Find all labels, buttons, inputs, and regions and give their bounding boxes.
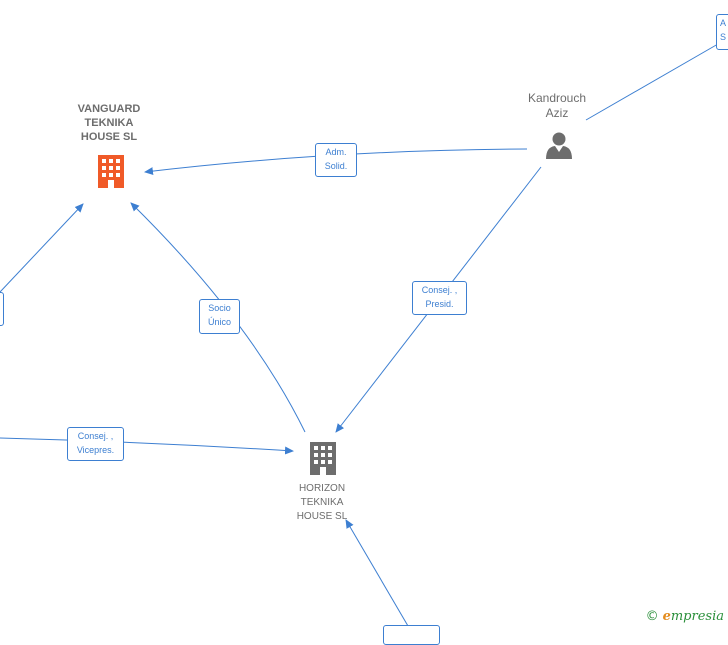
edge-label-adm-solid[interactable]: Adm. Solid. xyxy=(315,143,357,177)
edge-label-socio-unico[interactable]: Socio Único xyxy=(199,299,240,334)
edge-top-right xyxy=(585,43,719,121)
edge-label-bottom-partial[interactable] xyxy=(383,625,440,645)
vanguard-label[interactable]: VANGUARD TEKNIKA HOUSE SL xyxy=(77,103,141,143)
edge-bottom-horizon xyxy=(345,519,409,627)
building-icon[interactable] xyxy=(307,440,339,476)
horizon-label[interactable]: HORIZON TEKNIKA HOUSE SL xyxy=(296,483,348,522)
edge-label-consej-presid[interactable]: Consej. , Presid. xyxy=(412,281,467,315)
empresia-watermark: ©empresia xyxy=(645,609,724,624)
kandrouch-label[interactable]: Kandrouch Aziz xyxy=(527,91,587,120)
edge-label-top-right[interactable]: A S xyxy=(716,14,728,50)
edge-label-left-partial[interactable] xyxy=(0,292,4,326)
person-icon[interactable] xyxy=(544,130,574,160)
edge-left-vanguard xyxy=(0,203,84,293)
edge-consej-vicepres xyxy=(0,437,294,455)
edge-label-consej-vicepres[interactable]: Consej. , Vicepres. xyxy=(67,427,124,461)
relationship-edges xyxy=(0,43,719,627)
building-icon[interactable] xyxy=(95,153,127,189)
